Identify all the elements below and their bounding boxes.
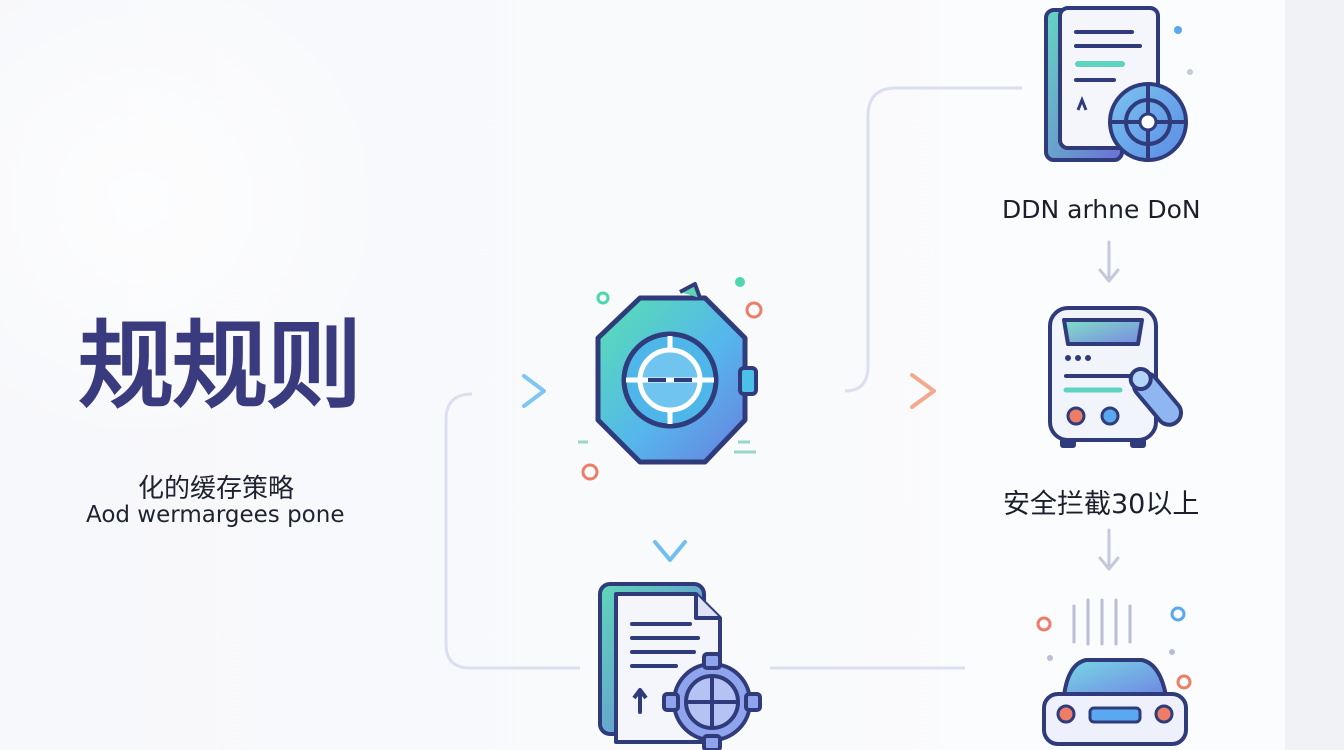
arrow-top-to-mid: [1098, 240, 1120, 283]
arrow-mid-to-bottom: [1098, 528, 1120, 571]
diagram-title: 规规则: [78, 310, 362, 422]
diagram-subtitle: 化的缓存策略: [138, 474, 295, 504]
loop-connector: [444, 392, 580, 670]
branch-connector-top: [844, 86, 1022, 393]
node-label-mid-right: 安全拦截30以上: [1003, 489, 1200, 520]
car-icon: [1036, 598, 1192, 746]
node-label-top-right: DDN arhne DoN: [1002, 195, 1201, 224]
arrow-gear-to-doc: [653, 494, 687, 562]
arrow-gear-to-vehicle: [783, 373, 936, 409]
document-globe-icon: [1044, 6, 1193, 162]
gear-target-icon: [578, 277, 763, 481]
vehicle-document-icon: [1048, 306, 1183, 448]
diagram-subtitle-en: Aod wermargees pone: [86, 502, 345, 528]
document-gear-icon: [598, 582, 762, 750]
arrow-title-to-gear: [396, 374, 546, 408]
right-edge-strip: [1285, 0, 1344, 750]
